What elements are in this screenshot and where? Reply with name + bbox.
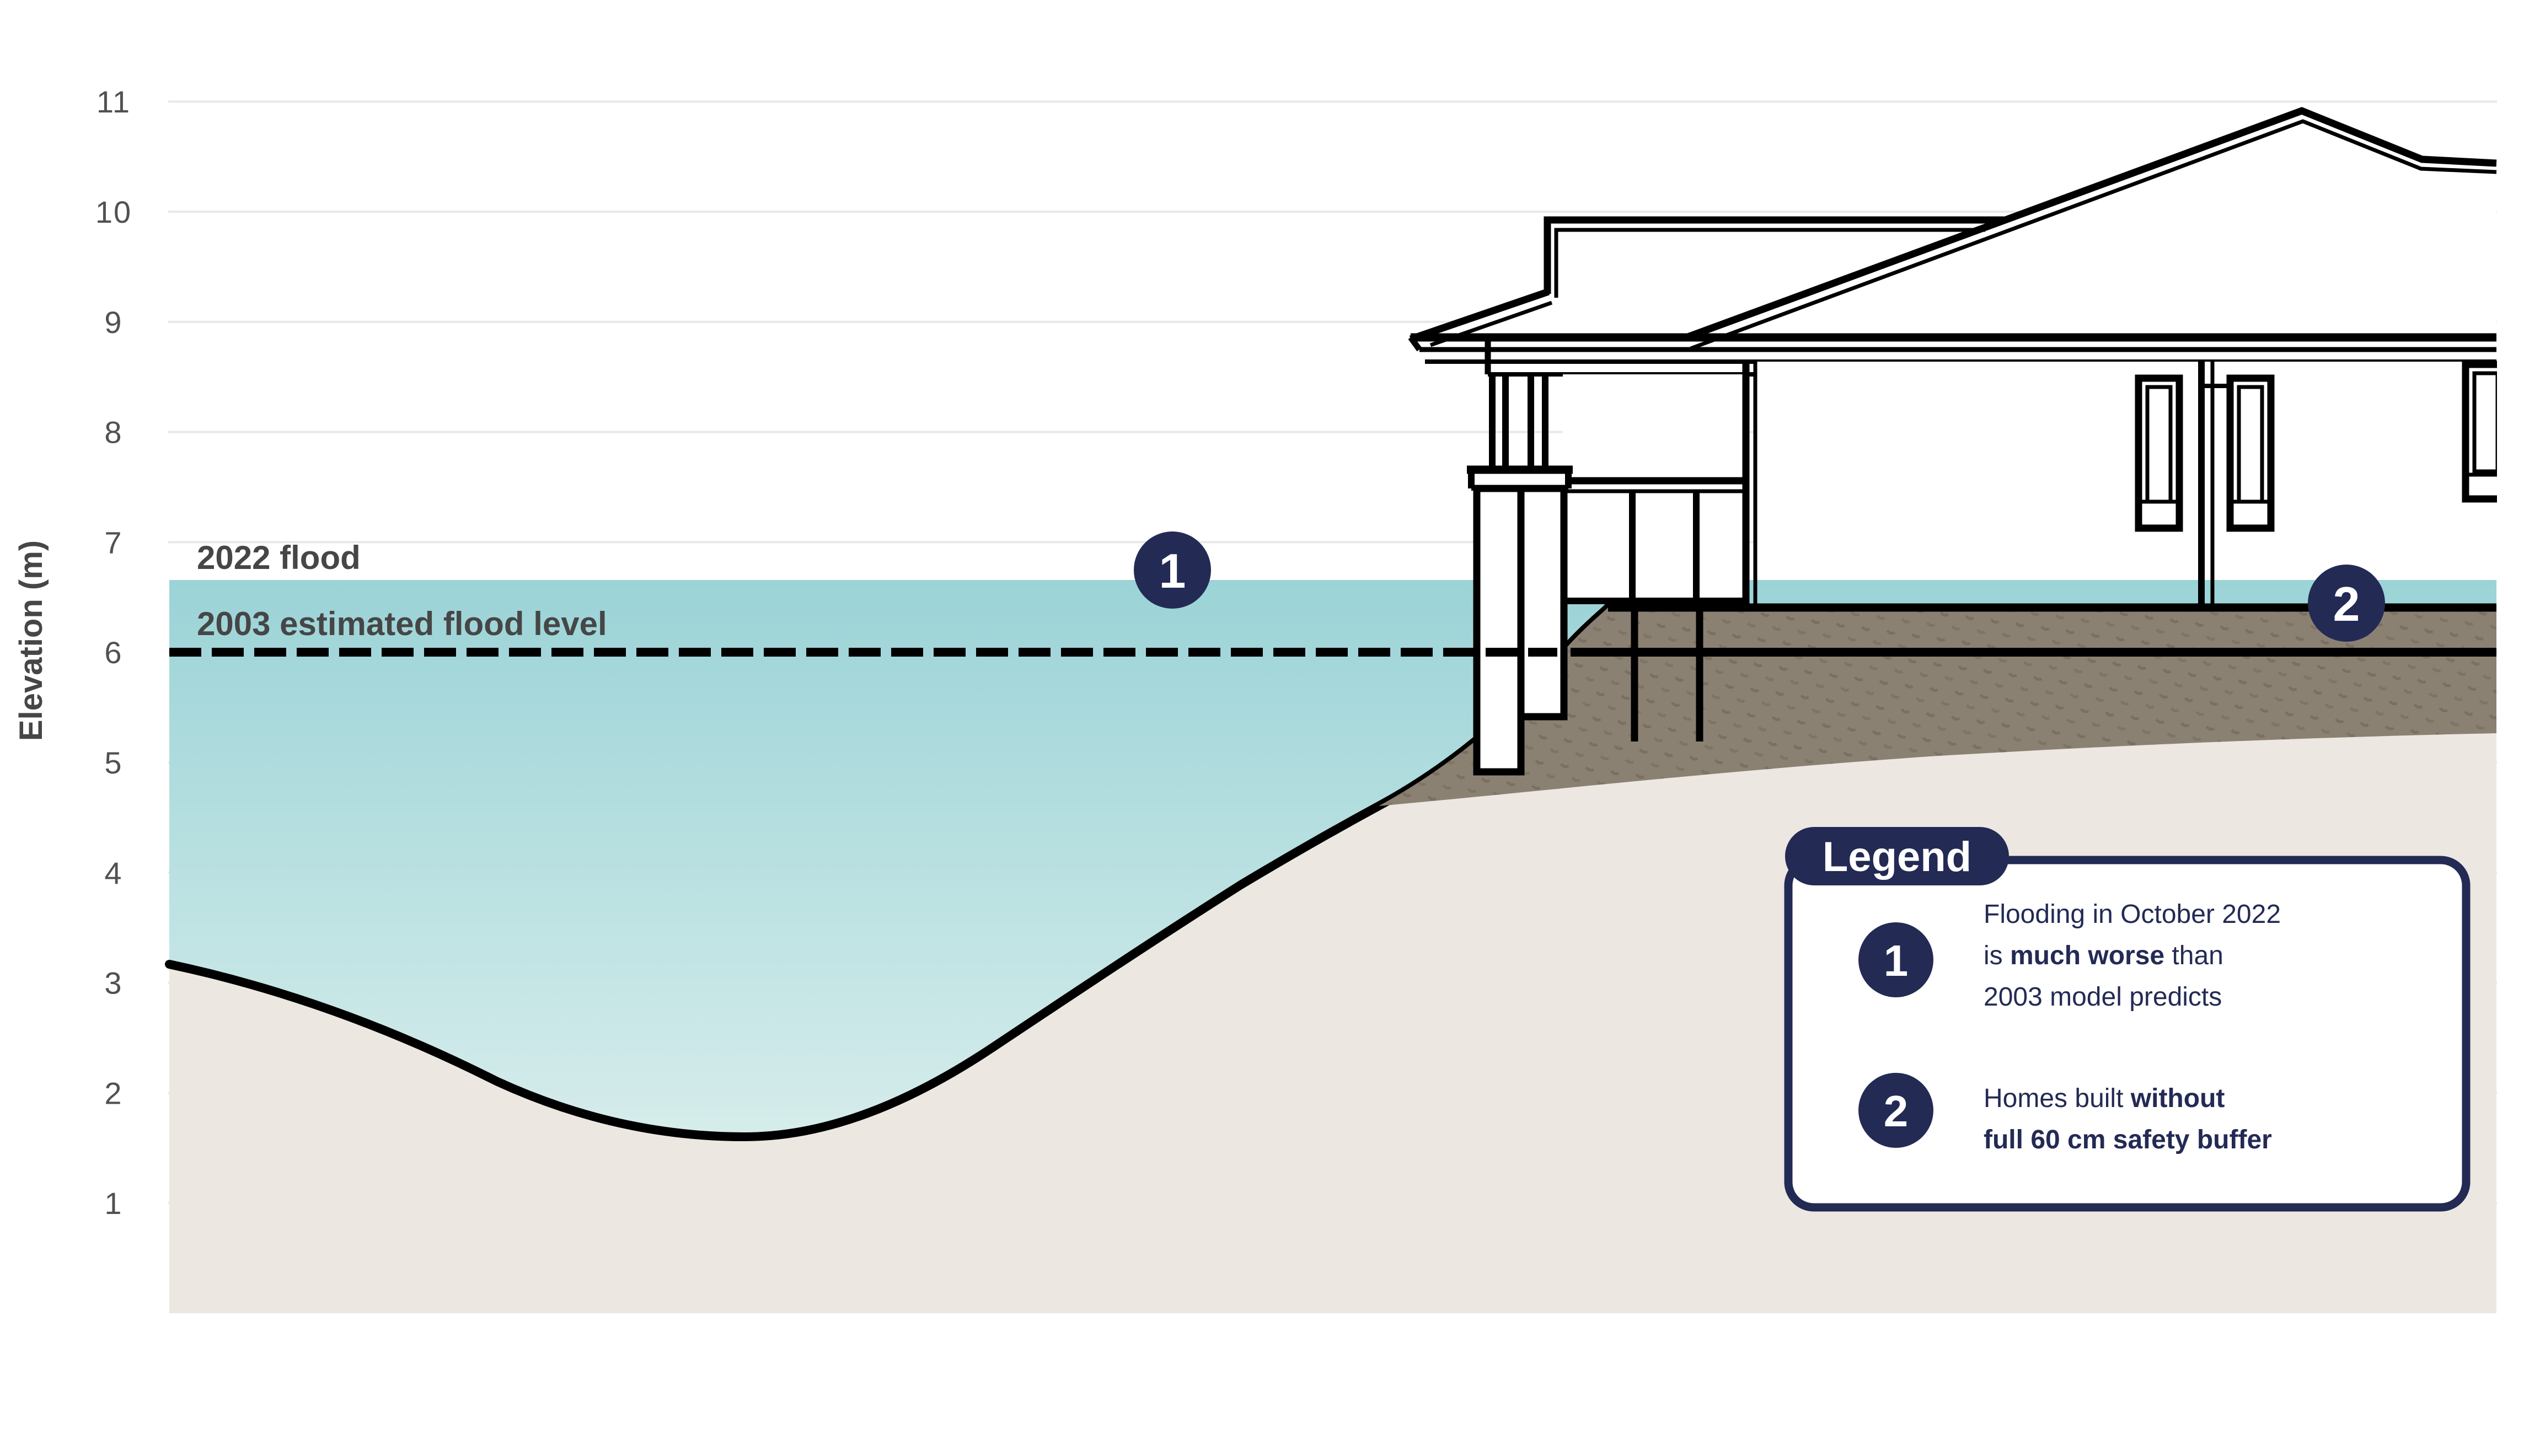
tick-label-11: 11 [97, 84, 131, 119]
marker-1-circle [1134, 531, 1211, 609]
y-axis-title: Elevation (m) [13, 540, 49, 741]
flood-water-2022 [169, 580, 2496, 1137]
legend-item-2-number: 2 [1884, 1087, 1909, 1136]
tick-label-6: 6 [104, 635, 122, 670]
house-roofs [1408, 107, 2497, 377]
tick-label-7: 7 [104, 525, 122, 560]
tick-label-8: 8 [104, 415, 122, 450]
porch-column [1489, 376, 1496, 472]
roof-silhouette [1411, 111, 2496, 337]
elevation-axis-ticks: 11 10 9 8 7 6 5 4 3 2 1 [95, 84, 132, 1221]
flood-2003-label: 2003 estimated flood level [197, 605, 607, 642]
legend-item-2-text: Homes built without full 60 cm safety buf… [1984, 1084, 2272, 1154]
flood-2022-label: 2022 flood [197, 539, 361, 576]
house2-wall [1754, 362, 2504, 608]
clerestory-slope [1409, 288, 1550, 343]
tick-label-3: 3 [104, 966, 122, 1001]
house2-window-1 [2135, 374, 2183, 532]
terrain-surface-line [165, 603, 1612, 1142]
support-pier-2 [1517, 485, 1568, 721]
support-pier-1 [1473, 485, 1525, 776]
clerestory-inner-line [1554, 228, 1985, 298]
house2-window-2 [2226, 374, 2275, 532]
legend-item-1-circle [1858, 922, 1933, 997]
marker-2-circle [2308, 565, 2385, 642]
marker-2-number: 2 [2333, 577, 2360, 631]
right-margin [2497, 0, 2540, 1456]
marker-1: 1 [1134, 531, 1211, 609]
marker-1-number: 1 [1159, 544, 1186, 598]
house1-wall [1563, 374, 1748, 601]
porch-column [1542, 376, 1548, 472]
legend-item-2-circle [1858, 1073, 1933, 1148]
legend: Legend 1 Flooding in October 2022 is much… [1784, 827, 2471, 1212]
house2-roof-outline [1685, 107, 2497, 341]
legend-text-line: Flooding in October 2022 [1984, 900, 2281, 929]
porch-column [1502, 376, 1509, 472]
house2 [1754, 361, 2510, 608]
tick-label-4: 4 [104, 856, 122, 890]
legend-title: Legend [1823, 834, 1971, 880]
legend-title-pill [1785, 827, 2009, 885]
downpipe [2198, 362, 2232, 608]
fill-platform-texture [1379, 608, 2496, 806]
tick-label-5: 5 [104, 745, 122, 780]
marker-2: 2 [2308, 565, 2385, 642]
legend-box [1784, 856, 2471, 1212]
house2-roof-inner-line [1690, 119, 2497, 351]
clerestory-outline [1544, 216, 2004, 294]
house1 [1467, 337, 2232, 776]
eave-tip-connector [1408, 335, 1422, 352]
tick-label-10: 10 [95, 195, 132, 229]
legend-text-line: Homes built without [1984, 1084, 2225, 1113]
legend-text-line: is much worse than [1984, 941, 2223, 970]
tick-label-2: 2 [104, 1076, 122, 1110]
legend-item-1-number: 1 [1884, 936, 1909, 985]
porch-column [1528, 376, 1534, 472]
tick-label-1: 1 [104, 1186, 122, 1221]
legend-item-1-text: Flooding in October 2022 is much worse th… [1984, 900, 2281, 1012]
legend-text-line: full 60 cm safety buffer [1984, 1125, 2272, 1154]
legend-text-line: 2003 model predicts [1984, 982, 2222, 1012]
tick-label-9: 9 [104, 305, 122, 340]
